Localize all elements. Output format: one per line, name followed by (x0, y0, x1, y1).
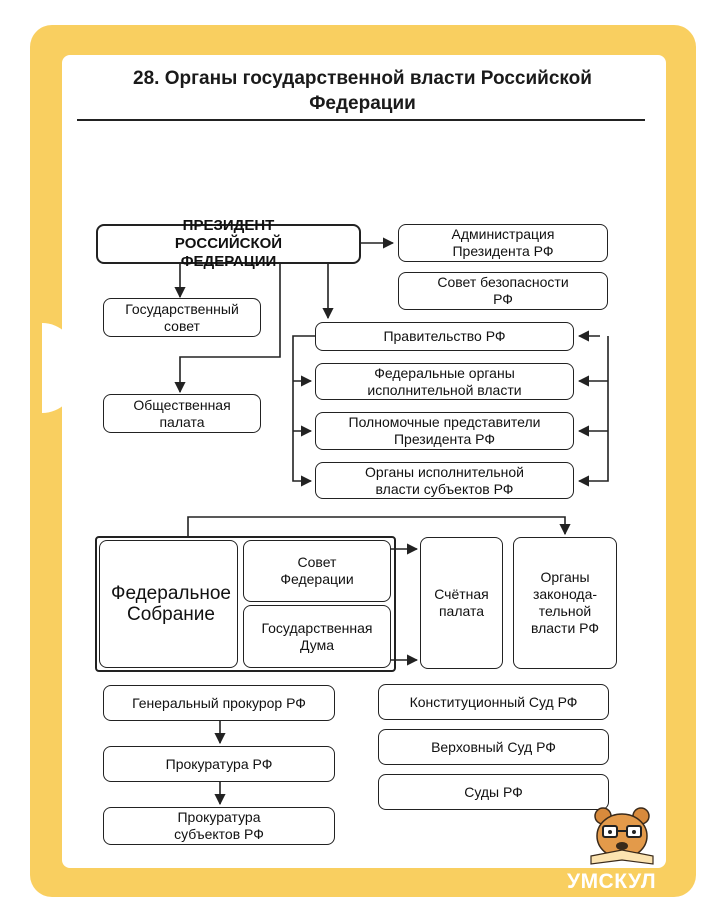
regional-exec-node: Органы исполнительной власти субъектов Р… (315, 462, 574, 499)
arrow-to-public-chamber (174, 263, 281, 394)
president-node: ПРЕЗИДЕНТ РОССИЙСКОЙ ФЕДЕРАЦИИ (96, 217, 361, 270)
page-title: 28. Органы государственной власти Россий… (133, 68, 592, 114)
president-label: ПРЕЗИДЕНТ РОССИЙСКОЙ ФЕДЕРАЦИИ (174, 217, 283, 270)
regional-exec-label: Органы исполнительной власти субъектов Р… (365, 463, 524, 497)
state-duma-label: Государственная Дума (261, 619, 373, 653)
federation-council-node: Совет Федерации (243, 540, 391, 602)
state-duma-node: Государственная Дума (243, 605, 391, 668)
regional-legislative-label: Органы законода-тельной власти РФ (530, 569, 600, 636)
prosecutor-general-label: Генеральный прокурор РФ (132, 694, 306, 711)
bear-mascot-icon (590, 807, 654, 865)
accounts-chamber-node: Счётная палата (420, 537, 503, 669)
federal-assembly-group (95, 536, 396, 672)
title-divider (77, 119, 645, 121)
courts-node: Суды РФ (378, 774, 609, 810)
security-council-node: Совет безопасности РФ (398, 272, 608, 310)
administration-label: Администрация Президента РФ (451, 226, 555, 259)
federal-exec-label: Федеральные органы исполнительной власти (367, 364, 522, 398)
prosecution-node: Прокуратура РФ (103, 746, 335, 782)
right-exec-bracket (577, 336, 609, 487)
federal-assembly-node: Федеральное Собрание (99, 540, 238, 668)
left-exec-bracket (292, 335, 315, 487)
courts-label: Суды РФ (464, 783, 523, 800)
security-council-label: Совет безопасности РФ (437, 274, 569, 307)
prosecutor-general-node: Генеральный прокурор РФ (103, 685, 335, 721)
government-node: Правительство РФ (315, 322, 574, 351)
plenipotentiaries-label: Полномочные представители Президента РФ (348, 414, 541, 447)
constitutional-court-label: Конституционный Суд РФ (409, 693, 578, 710)
accounts-chamber-label: Счётная палата (434, 586, 489, 619)
state-council-node: Государственный совет (103, 298, 261, 337)
public-chamber-label: Общественная палата (133, 396, 231, 430)
administration-node: Администрация Президента РФ (398, 224, 608, 262)
federal-assembly-label: Федеральное Собрание (111, 583, 231, 625)
supreme-court-node: Верховный Суд РФ (378, 729, 609, 765)
state-council-label: Государственный совет (125, 300, 239, 334)
federation-council-label: Совет Федерации (280, 554, 354, 587)
public-chamber-node: Общественная палата (103, 394, 261, 433)
government-label: Правительство РФ (383, 328, 506, 344)
supreme-court-label: Верховный Суд РФ (431, 738, 556, 755)
constitutional-court-node: Конституционный Суд РФ (378, 684, 609, 720)
brand-logo-text: УМСКУЛ (567, 870, 657, 893)
regional-legislative-node: Органы законода-тельной власти РФ (513, 537, 617, 669)
prosecution-label: Прокуратура РФ (165, 755, 273, 772)
plenipotentiaries-node: Полномочные представители Президента РФ (315, 412, 574, 450)
federal-exec-node: Федеральные органы исполнительной власти (315, 363, 574, 400)
regional-prosecution-label: Прокуратура субъектов РФ (174, 809, 264, 842)
arrow-to-regional-legislative (187, 516, 571, 536)
regional-prosecution-node: Прокуратура субъектов РФ (103, 807, 335, 845)
